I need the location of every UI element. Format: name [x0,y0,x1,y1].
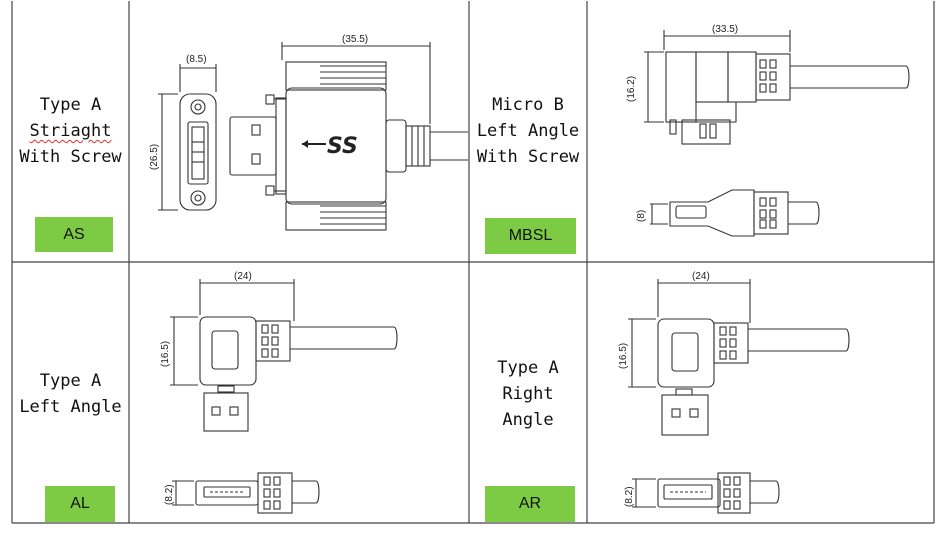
dim-length: (24) [692,271,710,282]
code-badge-al: AL [45,486,115,522]
dim-length: (35.5) [342,34,368,45]
dim-thickness: (8.2) [164,484,175,505]
connector-drawing-al: (24) (16.5) (8.2) [160,271,398,514]
dim-height: (16.2) [626,76,637,102]
connector-drawing-ar: (24) (16.5) (8.2) [618,271,850,514]
label-line: Left Angle [476,121,580,141]
label-line: Micro B [492,95,564,115]
label-line: Left Angle [19,397,122,417]
dim-thickness: (8.2) [624,486,635,507]
dim-length: (33.5) [712,24,738,35]
panel-flange [179,93,217,211]
label-line: Type A [497,358,559,378]
logo-text: SS [327,134,358,159]
label-line: With Screw [19,147,122,167]
dim-length: (24) [234,271,252,282]
code-badge-ar: AR [485,486,575,522]
dim-width: (8.5) [186,54,207,65]
label-line: Angle [502,410,554,430]
type-label-mbsl: Micro B Left Angle With Screw [469,92,587,170]
usb-superspeed-logo: SS [302,134,358,159]
type-label-ar: Type A Right Angle [469,355,587,433]
label-line: With Screw [476,147,580,167]
dim-thickness: (8) [636,210,647,222]
code-badge-as: AS [35,217,113,252]
label-line: Type A [39,371,102,391]
connector-drawing-as: (8.5) (26.5) (35.5) SS [149,34,468,231]
dim-height: (16.5) [160,341,171,367]
label-line: Type A [39,95,102,115]
label-line: Striaght [29,121,112,141]
code-badge-mbsl: MBSL [485,218,576,254]
dim-height: (16.5) [618,343,629,369]
dim-height: (26.5) [149,144,160,170]
connector-drawing-mbsl: (33.5) (16.2) (8) [626,24,910,237]
type-label-as: Type A Striaght With Screw [12,92,129,170]
label-line: Right [502,384,554,404]
type-label-al: Type A Left Angle [12,368,129,420]
